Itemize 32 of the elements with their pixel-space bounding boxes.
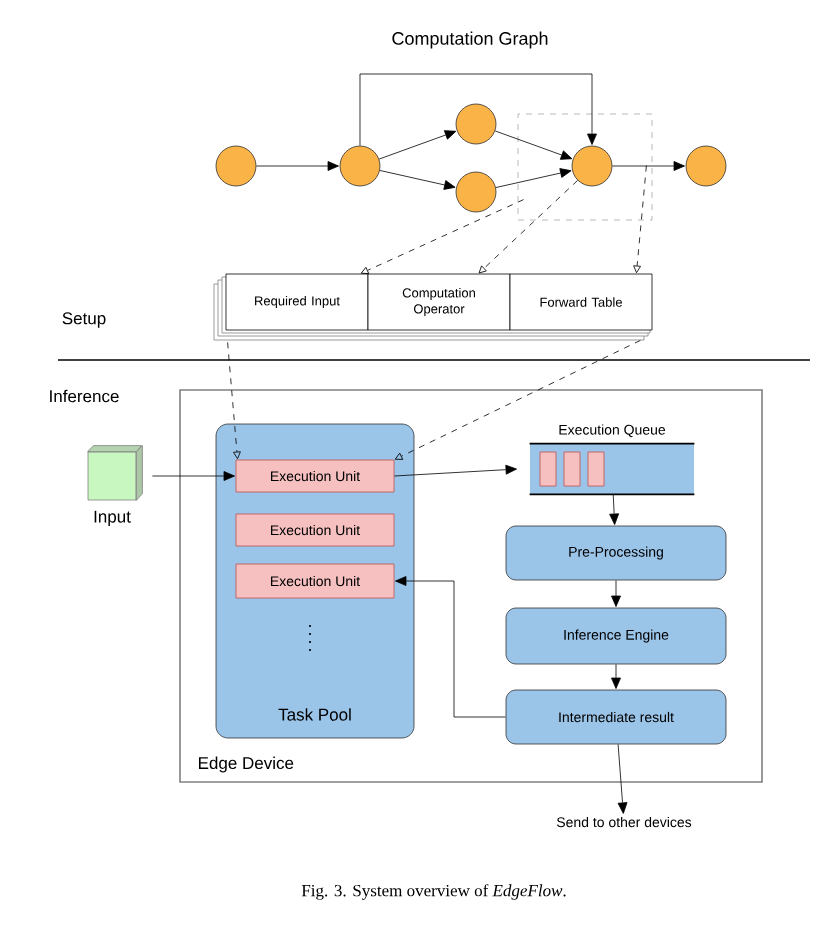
arrow — [395, 576, 506, 718]
arrow — [256, 161, 339, 171]
arrow — [609, 494, 620, 525]
caption: Fig. 3. System overview of EdgeFlow. — [301, 884, 566, 900]
arrow — [611, 580, 621, 607]
arrow — [394, 340, 641, 460]
input-cube: Input — [87, 445, 143, 526]
arrow — [495, 168, 572, 188]
section-label: Setup — [62, 312, 106, 328]
arrow — [359, 73, 597, 146]
arrow — [394, 464, 517, 477]
graph-node — [455, 103, 497, 145]
arrow — [633, 165, 647, 274]
graph-node — [685, 145, 727, 187]
graph-node — [571, 145, 613, 187]
graph-node — [455, 171, 497, 213]
arrow — [152, 471, 235, 481]
arrow — [478, 180, 578, 274]
graph-node — [339, 145, 381, 187]
arrow — [617, 744, 628, 814]
arrow — [360, 199, 524, 274]
node-label: Input — [94, 510, 131, 527]
arrow — [227, 342, 241, 460]
arrow — [612, 161, 685, 171]
arrow — [611, 664, 621, 689]
arrow — [494, 130, 573, 160]
arrow — [378, 130, 457, 160]
title: Computation Graph — [392, 31, 548, 49]
selection-box — [517, 113, 653, 221]
arrow — [379, 170, 456, 190]
graph-node — [215, 145, 257, 187]
section-label: Inference — [50, 389, 119, 403]
